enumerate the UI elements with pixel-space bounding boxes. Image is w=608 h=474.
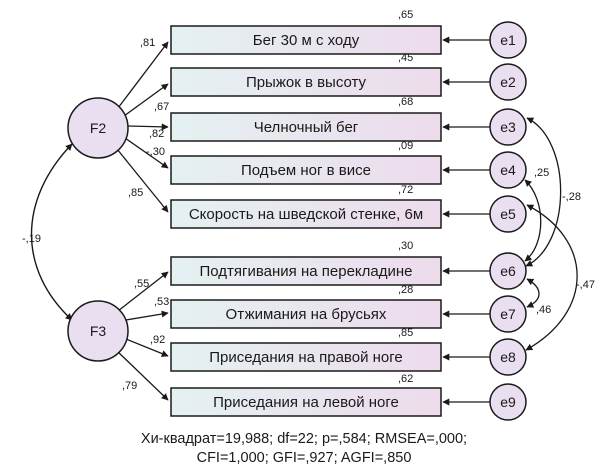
observed-variable-9: Приседания на левой ноге ,62 xyxy=(170,373,442,417)
error-label-e3: e3 xyxy=(500,119,516,135)
error-term-e4: e4 xyxy=(489,151,527,189)
loading-arrow-9 xyxy=(115,349,169,401)
loading-arrow-1 xyxy=(117,41,169,109)
observed-variable-7: Отжимания на брусьях ,28 xyxy=(170,284,442,329)
fit-indices-line-1: Хи-квадрат=19,988; df=22; p=,584; RMSEA=… xyxy=(140,431,468,447)
error-term-e2: e2 xyxy=(489,63,527,101)
error-label-e9: e9 xyxy=(500,394,516,410)
observed-variables: Бег 30 м с ходу ,65 Прыжок в высоту ,45 … xyxy=(170,9,442,417)
error-label-e7: e7 xyxy=(500,306,516,322)
error-term-e1: e1 xyxy=(489,21,527,59)
r2-label-8: ,85 xyxy=(398,327,413,339)
error-covariance-label-e6-e7: ,46 xyxy=(536,304,551,316)
observed-label-7: Отжимания на брусьях xyxy=(226,306,387,323)
error-covariance-e6-e7 xyxy=(526,278,540,308)
error-term-e6: e6 xyxy=(489,252,527,290)
r2-label-7: ,28 xyxy=(398,284,413,296)
loading-label-9: ,79 xyxy=(122,380,137,392)
factor-label-f3: F3 xyxy=(90,323,107,339)
observed-label-3: Челночный бег xyxy=(254,119,359,136)
loading-arrow-4 xyxy=(124,137,169,169)
loading-label-5: ,85 xyxy=(128,187,143,199)
error-label-e4: e4 xyxy=(500,162,516,178)
f3-loadings xyxy=(115,271,169,401)
factor-f2: F2 xyxy=(67,97,129,159)
error-covariances: ,25 -,28 -,47 ,46 xyxy=(524,117,595,351)
error-covariance-e5-e8 xyxy=(525,204,578,351)
loading-arrow-8 xyxy=(125,338,169,357)
error-term-e9: e9 xyxy=(489,383,527,421)
fit-indices-line-2: CFI=1,000; GFI=,927; AGFI=,850 xyxy=(196,450,412,466)
error-label-e6: e6 xyxy=(500,263,516,279)
observed-label-2: Прыжок в высоту xyxy=(246,74,367,91)
f2-loadings xyxy=(116,41,169,213)
loading-label-2: ,67 xyxy=(154,101,169,113)
error-term-e5: e5 xyxy=(489,195,527,233)
r2-label-6: ,30 xyxy=(398,240,413,252)
observed-variable-5: Скорость на шведской стенке, 6м ,72 xyxy=(170,184,442,229)
loading-arrow-5 xyxy=(116,148,169,213)
loading-label-8: ,92 xyxy=(150,334,165,346)
error-covariance-e3-e6 xyxy=(525,117,562,267)
loading-arrow-2 xyxy=(123,83,169,117)
loading-arrow-3 xyxy=(127,123,169,131)
observed-variable-1: Бег 30 м с ходу ,65 xyxy=(170,9,442,55)
observed-label-9: Приседания на левой ноге xyxy=(213,394,399,411)
error-label-e1: e1 xyxy=(500,32,516,48)
loading-label-7: ,53 xyxy=(154,296,169,308)
observed-label-5: Скорость на шведской стенке, 6м xyxy=(189,206,423,223)
observed-variable-4: Подъем ног в висе ,09 xyxy=(170,140,442,185)
error-covariance-label-e3-e6: -,28 xyxy=(562,191,581,203)
error-covariance-label-e4-e6: ,25 xyxy=(534,167,549,179)
r2-label-9: ,62 xyxy=(398,373,413,385)
r2-label-3: ,68 xyxy=(398,96,413,108)
r2-label-2: ,45 xyxy=(398,52,413,64)
observed-label-4: Подъем ног в висе xyxy=(241,162,371,179)
error-term-e8: e8 xyxy=(489,338,527,376)
r2-label-5: ,72 xyxy=(398,184,413,196)
observed-variable-6: Подтягивания на перекладине ,30 xyxy=(170,240,442,286)
observed-variable-3: Челночный бег ,68 xyxy=(170,96,442,142)
r2-label-4: ,09 xyxy=(398,140,413,152)
error-arrows xyxy=(442,36,490,406)
factor-label-f2: F2 xyxy=(90,120,107,136)
error-label-e2: e2 xyxy=(500,74,516,90)
error-covariance-e4-e6 xyxy=(524,179,542,262)
r2-label-1: ,65 xyxy=(398,9,413,21)
factor-covariance-arrow xyxy=(30,143,73,321)
error-label-e5: e5 xyxy=(500,206,516,222)
loading-label-4: -,30 xyxy=(146,146,165,158)
observed-label-1: Бег 30 м с ходу xyxy=(253,32,360,49)
error-term-e3: e3 xyxy=(489,108,527,146)
factor-f3: F3 xyxy=(67,300,129,362)
error-label-e8: e8 xyxy=(500,349,516,365)
error-term-e7: e7 xyxy=(489,295,527,333)
latent-factors: F2 F3 xyxy=(67,97,129,362)
observed-variable-8: Приседания на правой ноге ,85 xyxy=(170,327,442,372)
observed-label-8: Приседания на правой ноге xyxy=(209,349,402,366)
observed-label-6: Подтягивания на перекладине xyxy=(199,263,412,280)
loading-arrow-6 xyxy=(117,271,169,312)
error-terms: e1 e2 e3 e4 e5 e6 e7 e8 e9 xyxy=(489,21,527,421)
factor-covariance-label: -,19 xyxy=(22,233,41,245)
error-covariance-label-e5-e8: -,47 xyxy=(576,279,595,291)
loading-labels: ,81 ,67 ,82 -,30 ,85 ,55 ,53 ,92 ,79 xyxy=(122,37,169,392)
observed-variable-2: Прыжок в высоту ,45 xyxy=(170,52,442,97)
loading-label-1: ,81 xyxy=(140,37,155,49)
loading-label-3: ,82 xyxy=(149,128,164,140)
loading-label-6: ,55 xyxy=(134,278,149,290)
loading-arrow-7 xyxy=(125,310,169,321)
